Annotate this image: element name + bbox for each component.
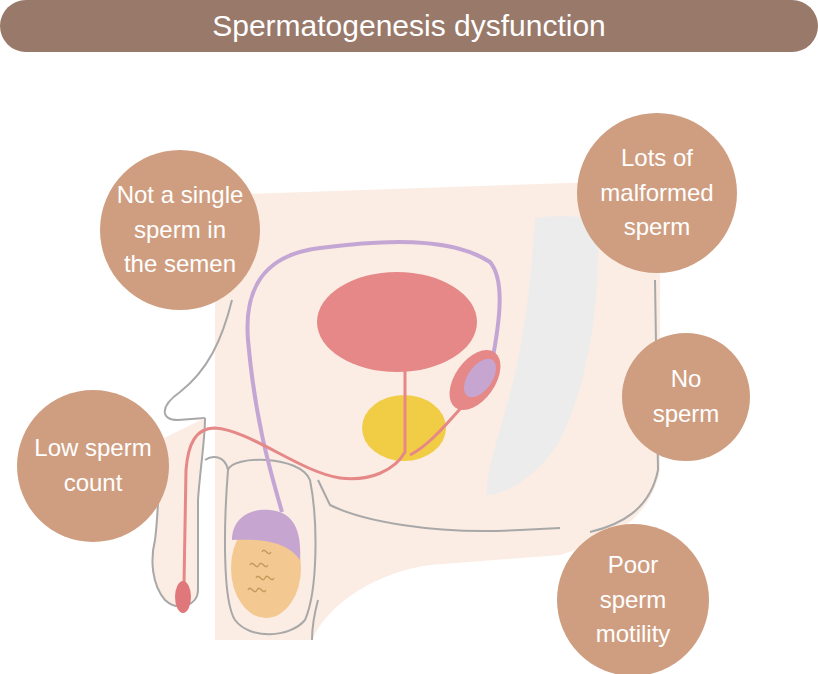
callout-text: No sperm [634,362,738,432]
callout-circle: Low sperm count [17,390,169,542]
bladder [317,272,477,372]
leg-outline [312,600,318,640]
callout-circle: Not a single sperm in the semen [100,150,260,310]
title: Spermatogenesis dysfunction [212,9,606,43]
seminal-vesicle [439,341,511,420]
callout-text: Lots of malformed sperm [592,141,722,245]
callout-text: Poor sperm motility [572,548,695,652]
thigh-outline [318,480,560,531]
callout-circle: No sperm [622,333,750,461]
callout-text: Not a single sperm in the semen [115,178,245,282]
body-outline [165,300,232,420]
callout-circle: Lots of malformed sperm [577,113,737,273]
rectum [487,216,598,495]
seminal-vesicle-inner [458,353,503,403]
glans [175,581,191,613]
title-band: Spermatogenesis dysfunction [0,0,818,52]
urethra [184,368,405,585]
callout-text: Low sperm count [32,431,155,501]
callout-circle: Poor sperm motility [557,524,709,674]
scrotum-outline [225,460,316,634]
seminiferous-tubules [248,550,274,591]
